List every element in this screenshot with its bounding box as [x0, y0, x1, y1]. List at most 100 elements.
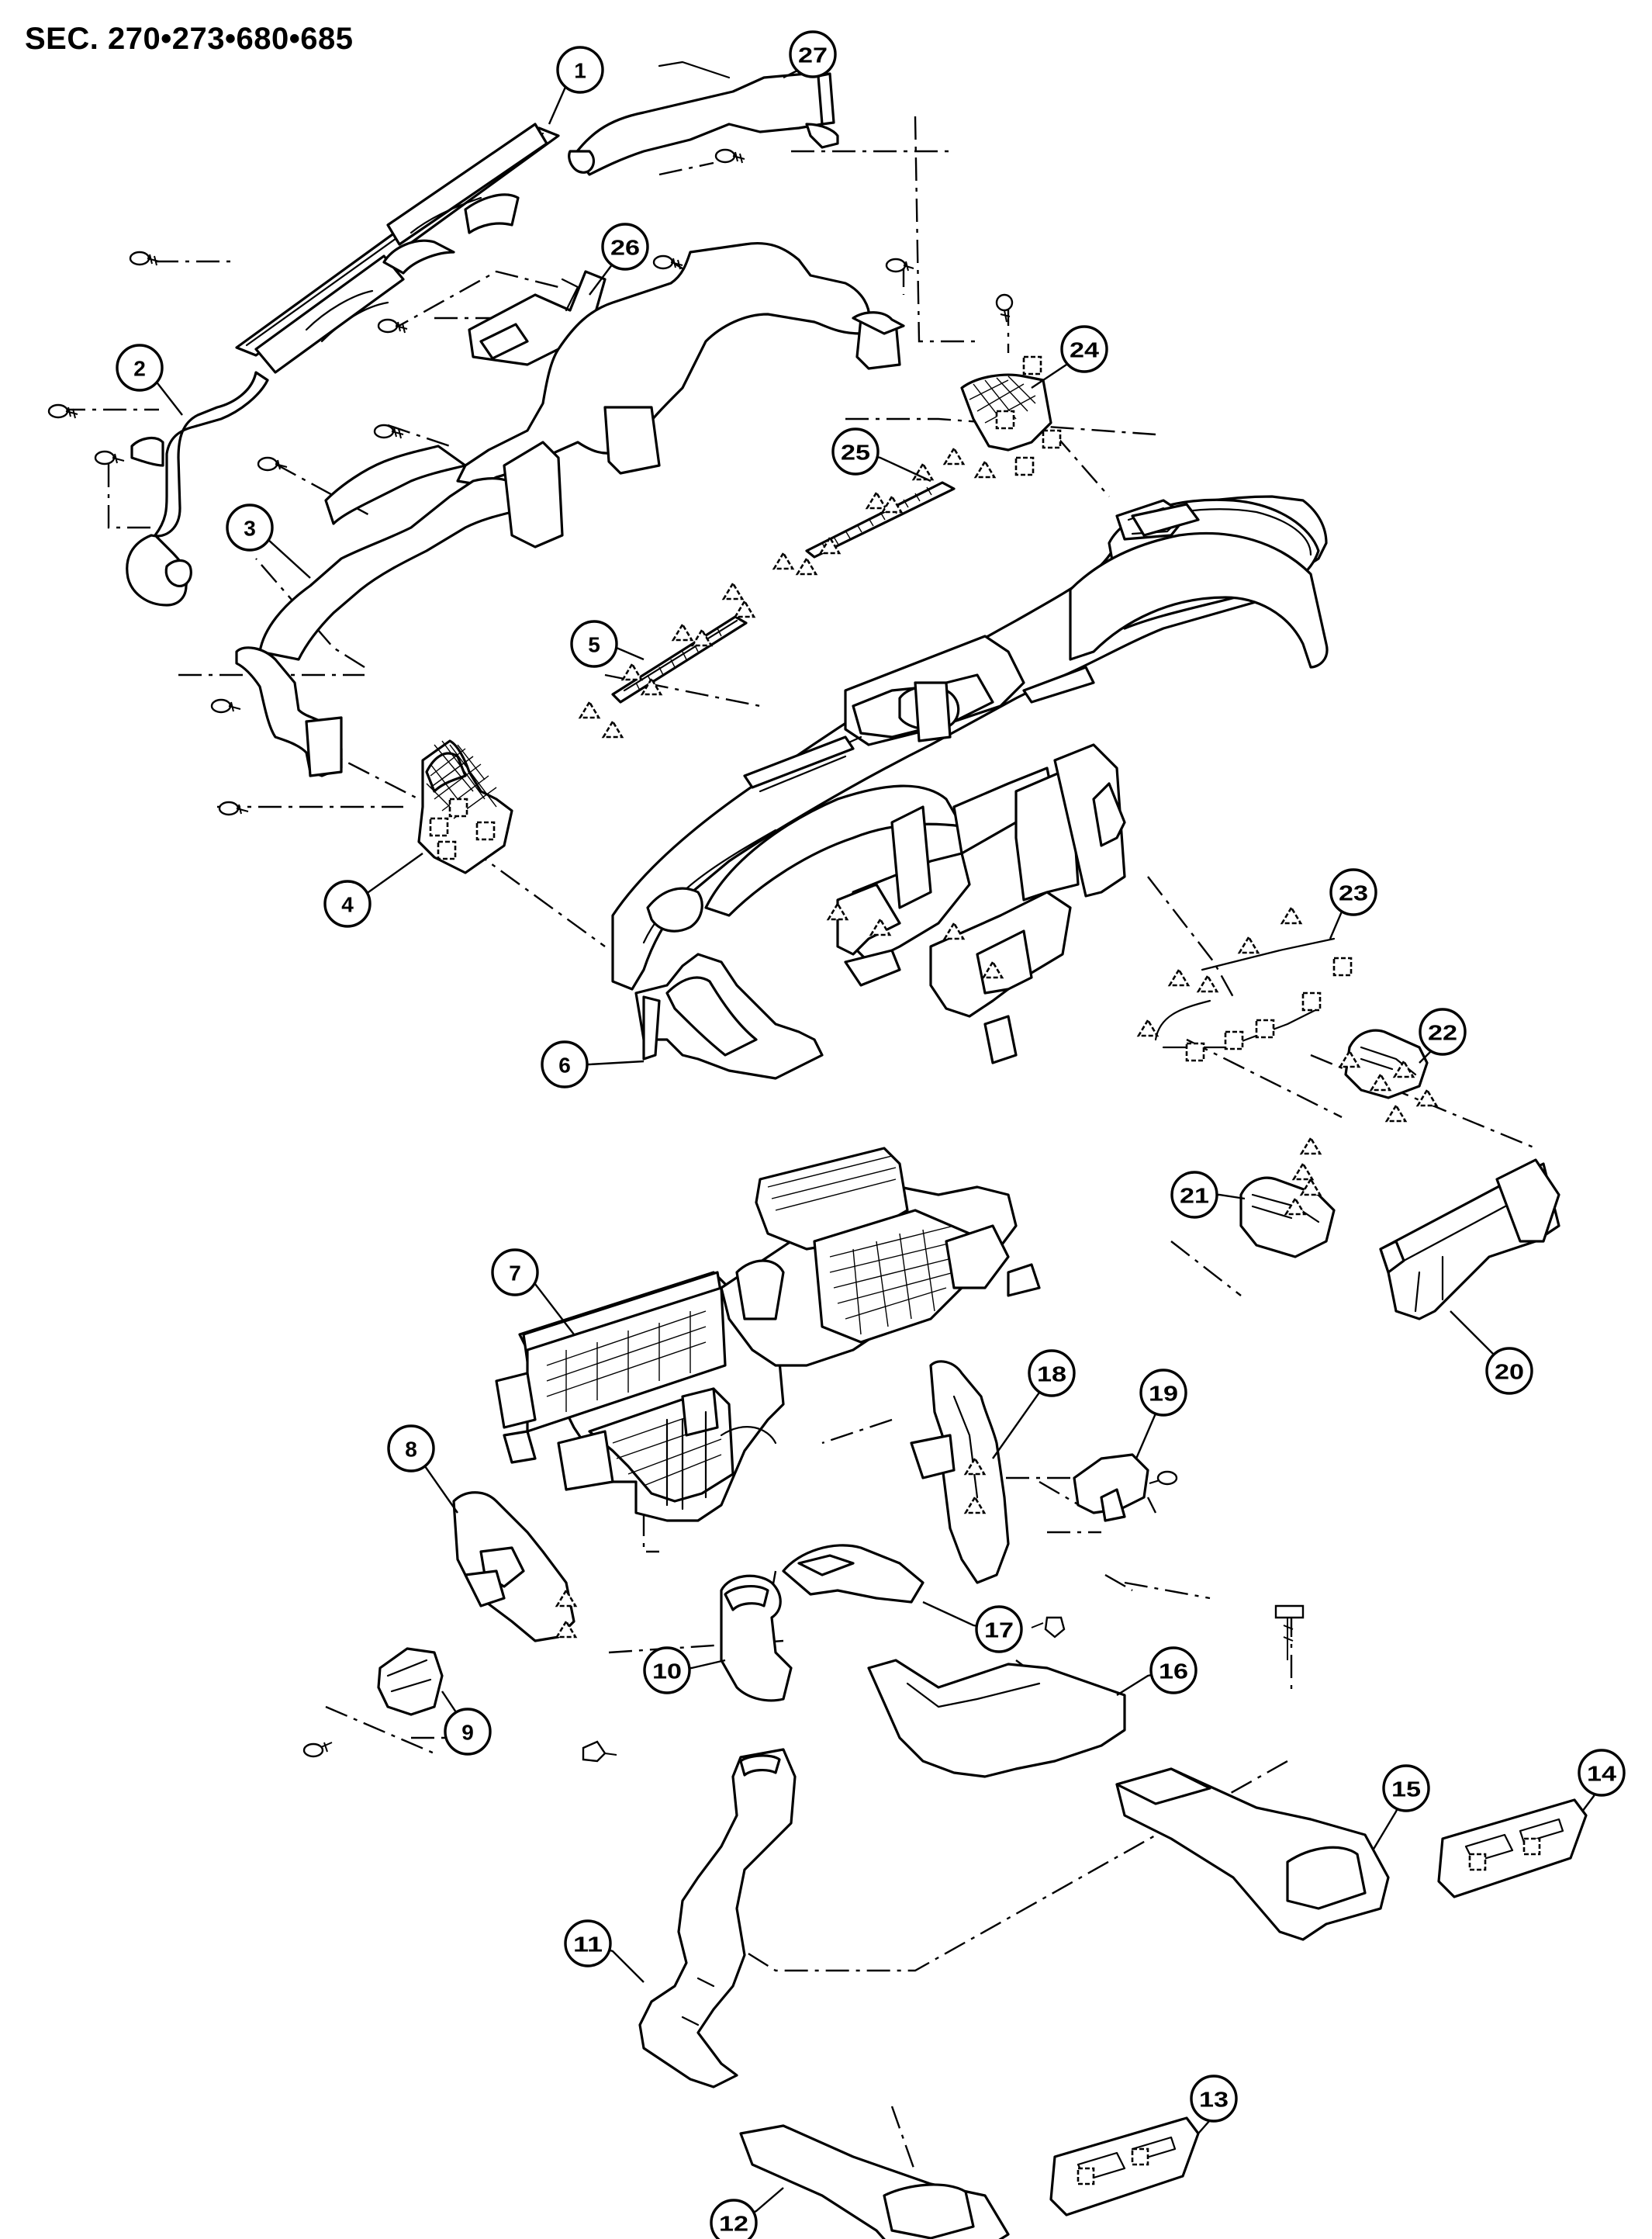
callout-1: 1 — [548, 46, 604, 125]
callout-23: 23 — [1329, 868, 1377, 940]
callout-circle — [1060, 325, 1108, 373]
screw-icon — [995, 293, 1014, 323]
screw-icon — [302, 1742, 333, 1758]
screw-icon — [885, 258, 914, 273]
service-symbols — [429, 355, 1541, 2185]
duct-12 — [739, 2124, 1010, 2239]
duct-17 — [782, 1544, 924, 1604]
screw-icon — [652, 254, 683, 270]
callout-circle — [226, 504, 274, 552]
callout-number: 13 — [1199, 2088, 1229, 2112]
callout-number: 19 — [1149, 1382, 1178, 1406]
callout-circle — [789, 30, 837, 78]
callout-number: 14 — [1587, 1762, 1617, 1786]
triangle-mark-icon — [555, 446, 1439, 1639]
callout-25: 25 — [831, 427, 931, 483]
screw-icon — [373, 424, 404, 439]
screw-icon — [1149, 1470, 1178, 1486]
callout-number: 9 — [461, 1721, 474, 1745]
callout-number: 6 — [558, 1054, 571, 1078]
callout-layer: 1234567891011121314151617181920212223242… — [116, 30, 1626, 2239]
duct-3-main-distribution — [258, 241, 905, 661]
screw-icon — [94, 450, 125, 465]
callout-26: 26 — [589, 223, 649, 296]
screw-icon — [210, 698, 241, 714]
callout-3: 3 — [226, 504, 311, 579]
square-mark-icon — [429, 355, 1541, 2185]
callout-number: 17 — [984, 1618, 1014, 1642]
screw-icon — [218, 801, 249, 816]
callout-9: 9 — [441, 1690, 492, 1756]
duct-16 — [867, 1659, 1126, 1778]
callout-circle — [564, 1919, 612, 1967]
callout-2: 2 — [116, 344, 183, 416]
screw-icon — [47, 403, 78, 419]
callout-circle — [1485, 1347, 1533, 1395]
defroster-grille-5 — [611, 615, 748, 704]
duct-15 — [1115, 1767, 1390, 1941]
callout-circle — [710, 2199, 758, 2239]
callout-number: 7 — [509, 1261, 521, 1286]
callout-number: 16 — [1159, 1659, 1188, 1684]
callout-4: 4 — [323, 853, 423, 928]
callout-number: 26 — [610, 236, 640, 260]
callout-19: 19 — [1135, 1369, 1187, 1459]
callout-8: 8 — [387, 1424, 458, 1514]
callout-14: 14 — [1578, 1749, 1626, 1812]
callout-circle — [323, 880, 372, 928]
callout-circle — [1190, 2075, 1238, 2123]
section-title: SEC. 270•273•680•685 — [25, 22, 354, 56]
grille-14 — [1437, 1798, 1588, 1898]
callout-circle — [1139, 1369, 1187, 1417]
bracket-19 — [1073, 1453, 1149, 1522]
callout-number: 18 — [1037, 1362, 1066, 1386]
callout-circle — [1578, 1749, 1626, 1797]
callout-10: 10 — [643, 1646, 726, 1694]
duct-8 — [452, 1491, 575, 1642]
screw-icon — [377, 318, 408, 334]
callout-6: 6 — [541, 1040, 645, 1088]
callout-number: 24 — [1070, 338, 1100, 362]
center-vent-21 — [1239, 1176, 1336, 1258]
callout-number: 22 — [1428, 1021, 1457, 1045]
callout-number: 12 — [719, 2212, 748, 2236]
callout-number: 21 — [1180, 1184, 1209, 1208]
callout-circle — [541, 1040, 589, 1088]
callout-number: 4 — [341, 893, 354, 917]
callout-circle — [975, 1605, 1023, 1653]
instrument-panel-6 — [611, 495, 1329, 1080]
callout-circle — [831, 427, 880, 476]
callout-number: 11 — [573, 1933, 603, 1957]
callout-11: 11 — [564, 1919, 645, 1983]
duct-10 — [720, 1574, 793, 1702]
callout-16: 16 — [1116, 1646, 1198, 1697]
duct-9 — [377, 1647, 444, 1716]
callout-circle — [444, 1708, 492, 1756]
callout-circle — [570, 620, 618, 668]
callout-12: 12 — [710, 2187, 784, 2239]
callout-5: 5 — [570, 620, 645, 668]
screw-fasteners — [47, 148, 1305, 1763]
clip-icon — [582, 1740, 617, 1763]
callout-7: 7 — [491, 1248, 575, 1335]
callout-15: 15 — [1371, 1764, 1430, 1851]
callout-circle — [116, 344, 164, 392]
callout-number: 20 — [1495, 1360, 1524, 1384]
duct-18 — [910, 1360, 1010, 1584]
callout-circle — [1170, 1171, 1218, 1219]
center-finisher-20 — [1379, 1158, 1560, 1320]
duct-11 — [638, 1748, 797, 2088]
callout-circle — [491, 1248, 539, 1296]
callout-circle — [601, 223, 649, 271]
duct-2-left-side — [126, 371, 269, 607]
callout-circle — [1329, 868, 1377, 916]
callout-number: 25 — [841, 441, 870, 465]
callout-number: 15 — [1391, 1777, 1421, 1801]
callout-number: 1 — [574, 59, 586, 83]
callout-number: 8 — [405, 1438, 417, 1462]
callout-22: 22 — [1419, 1008, 1467, 1064]
callout-18: 18 — [992, 1349, 1076, 1459]
grille-13 — [1049, 2116, 1200, 2217]
callout-number: 10 — [652, 1659, 682, 1684]
